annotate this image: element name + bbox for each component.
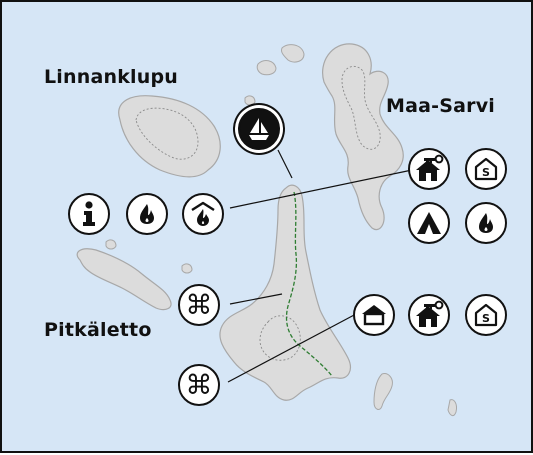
sight-icon: ⌘	[185, 369, 213, 401]
island-linnanklupu-contour	[135, 107, 199, 160]
svg-text:S: S	[482, 166, 490, 179]
islet	[447, 399, 457, 417]
label-maa-sarvi: Maa-Sarvi	[386, 95, 496, 117]
info-point-button[interactable]	[68, 193, 110, 235]
camping-point-button[interactable]	[408, 202, 450, 244]
islet	[256, 60, 277, 76]
rental-cabin-point-button-pitkaletto[interactable]	[408, 294, 450, 336]
islet	[244, 95, 256, 106]
sauna-point-button[interactable]: S	[465, 148, 507, 190]
rental-cabin-icon	[416, 154, 444, 181]
sauna-point-button-pitkaletto[interactable]: S	[465, 294, 507, 336]
sauna-icon: S	[474, 303, 498, 327]
sailboat-icon	[249, 118, 269, 140]
sight-icon: ⌘	[185, 289, 213, 321]
hut-point-button[interactable]	[353, 294, 395, 336]
leader-line	[229, 169, 413, 209]
rental-cabin-point-button[interactable]	[408, 148, 450, 190]
sheltered-fireplace-point-button[interactable]	[182, 193, 224, 235]
campfire-point-button-maa-sarvi[interactable]	[465, 202, 507, 244]
leader-line	[229, 293, 283, 305]
sight-point-button-north[interactable]: ⌘	[178, 284, 220, 326]
sauna-icon: S	[474, 157, 498, 181]
islet	[181, 263, 193, 274]
island-maa-sarvi	[322, 43, 404, 231]
islet	[105, 239, 117, 250]
island-pitkaletto	[219, 184, 351, 401]
island-pitkaletto-contour	[259, 315, 301, 361]
campfire-icon	[140, 204, 154, 224]
harbour-point-button[interactable]	[238, 108, 280, 150]
label-pitkaletto: Pitkäletto	[44, 319, 152, 341]
hiking-trail	[285, 191, 333, 377]
sight-point-button-south[interactable]: ⌘	[178, 364, 220, 406]
hut-icon	[362, 305, 386, 326]
tent-icon	[417, 212, 441, 234]
island-pitkaletto-spit	[76, 248, 172, 311]
label-linnanklupu: Linnanklupu	[44, 66, 179, 88]
islet	[281, 44, 305, 63]
sheltered-fireplace-icon	[191, 201, 215, 226]
island-maa-sarvi-contour	[341, 66, 381, 150]
info-icon	[83, 201, 95, 226]
island-linnanklupu	[118, 95, 221, 178]
leader-line	[227, 313, 357, 383]
campfire-point-button[interactable]	[126, 193, 168, 235]
islet	[373, 373, 393, 410]
leader-line	[277, 149, 293, 179]
rental-cabin-icon	[416, 300, 444, 327]
campfire-icon	[479, 213, 493, 233]
svg-text:S: S	[482, 312, 490, 325]
